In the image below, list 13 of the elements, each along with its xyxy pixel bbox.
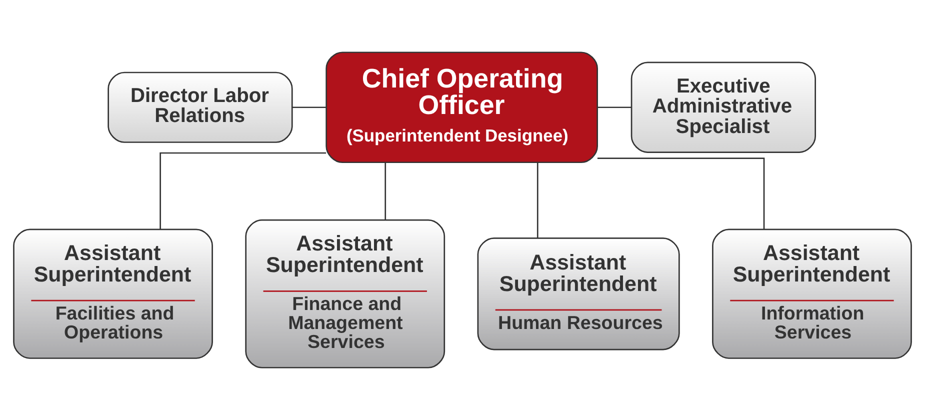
node-box: Chief Operating Officer (Superintendent Designee): [326, 51, 598, 163]
node-box: Assistant Superintendent Information Services: [712, 228, 912, 358]
connector: [598, 106, 632, 108]
node-box: Executive Administrative Specialist: [630, 61, 816, 152]
connector: [536, 162, 538, 238]
node-box: Director Labor Relations: [108, 71, 293, 142]
connector: [292, 106, 326, 108]
connector: [597, 157, 765, 229]
node-box: Assistant Superintendent Finance and Management Services: [245, 218, 446, 368]
node-box: Assistant Superintendent Facilities and Operations: [13, 228, 213, 358]
node-box: Assistant Superintendent Human Resources: [477, 237, 680, 350]
connector: [160, 152, 326, 229]
connector: [384, 162, 386, 220]
